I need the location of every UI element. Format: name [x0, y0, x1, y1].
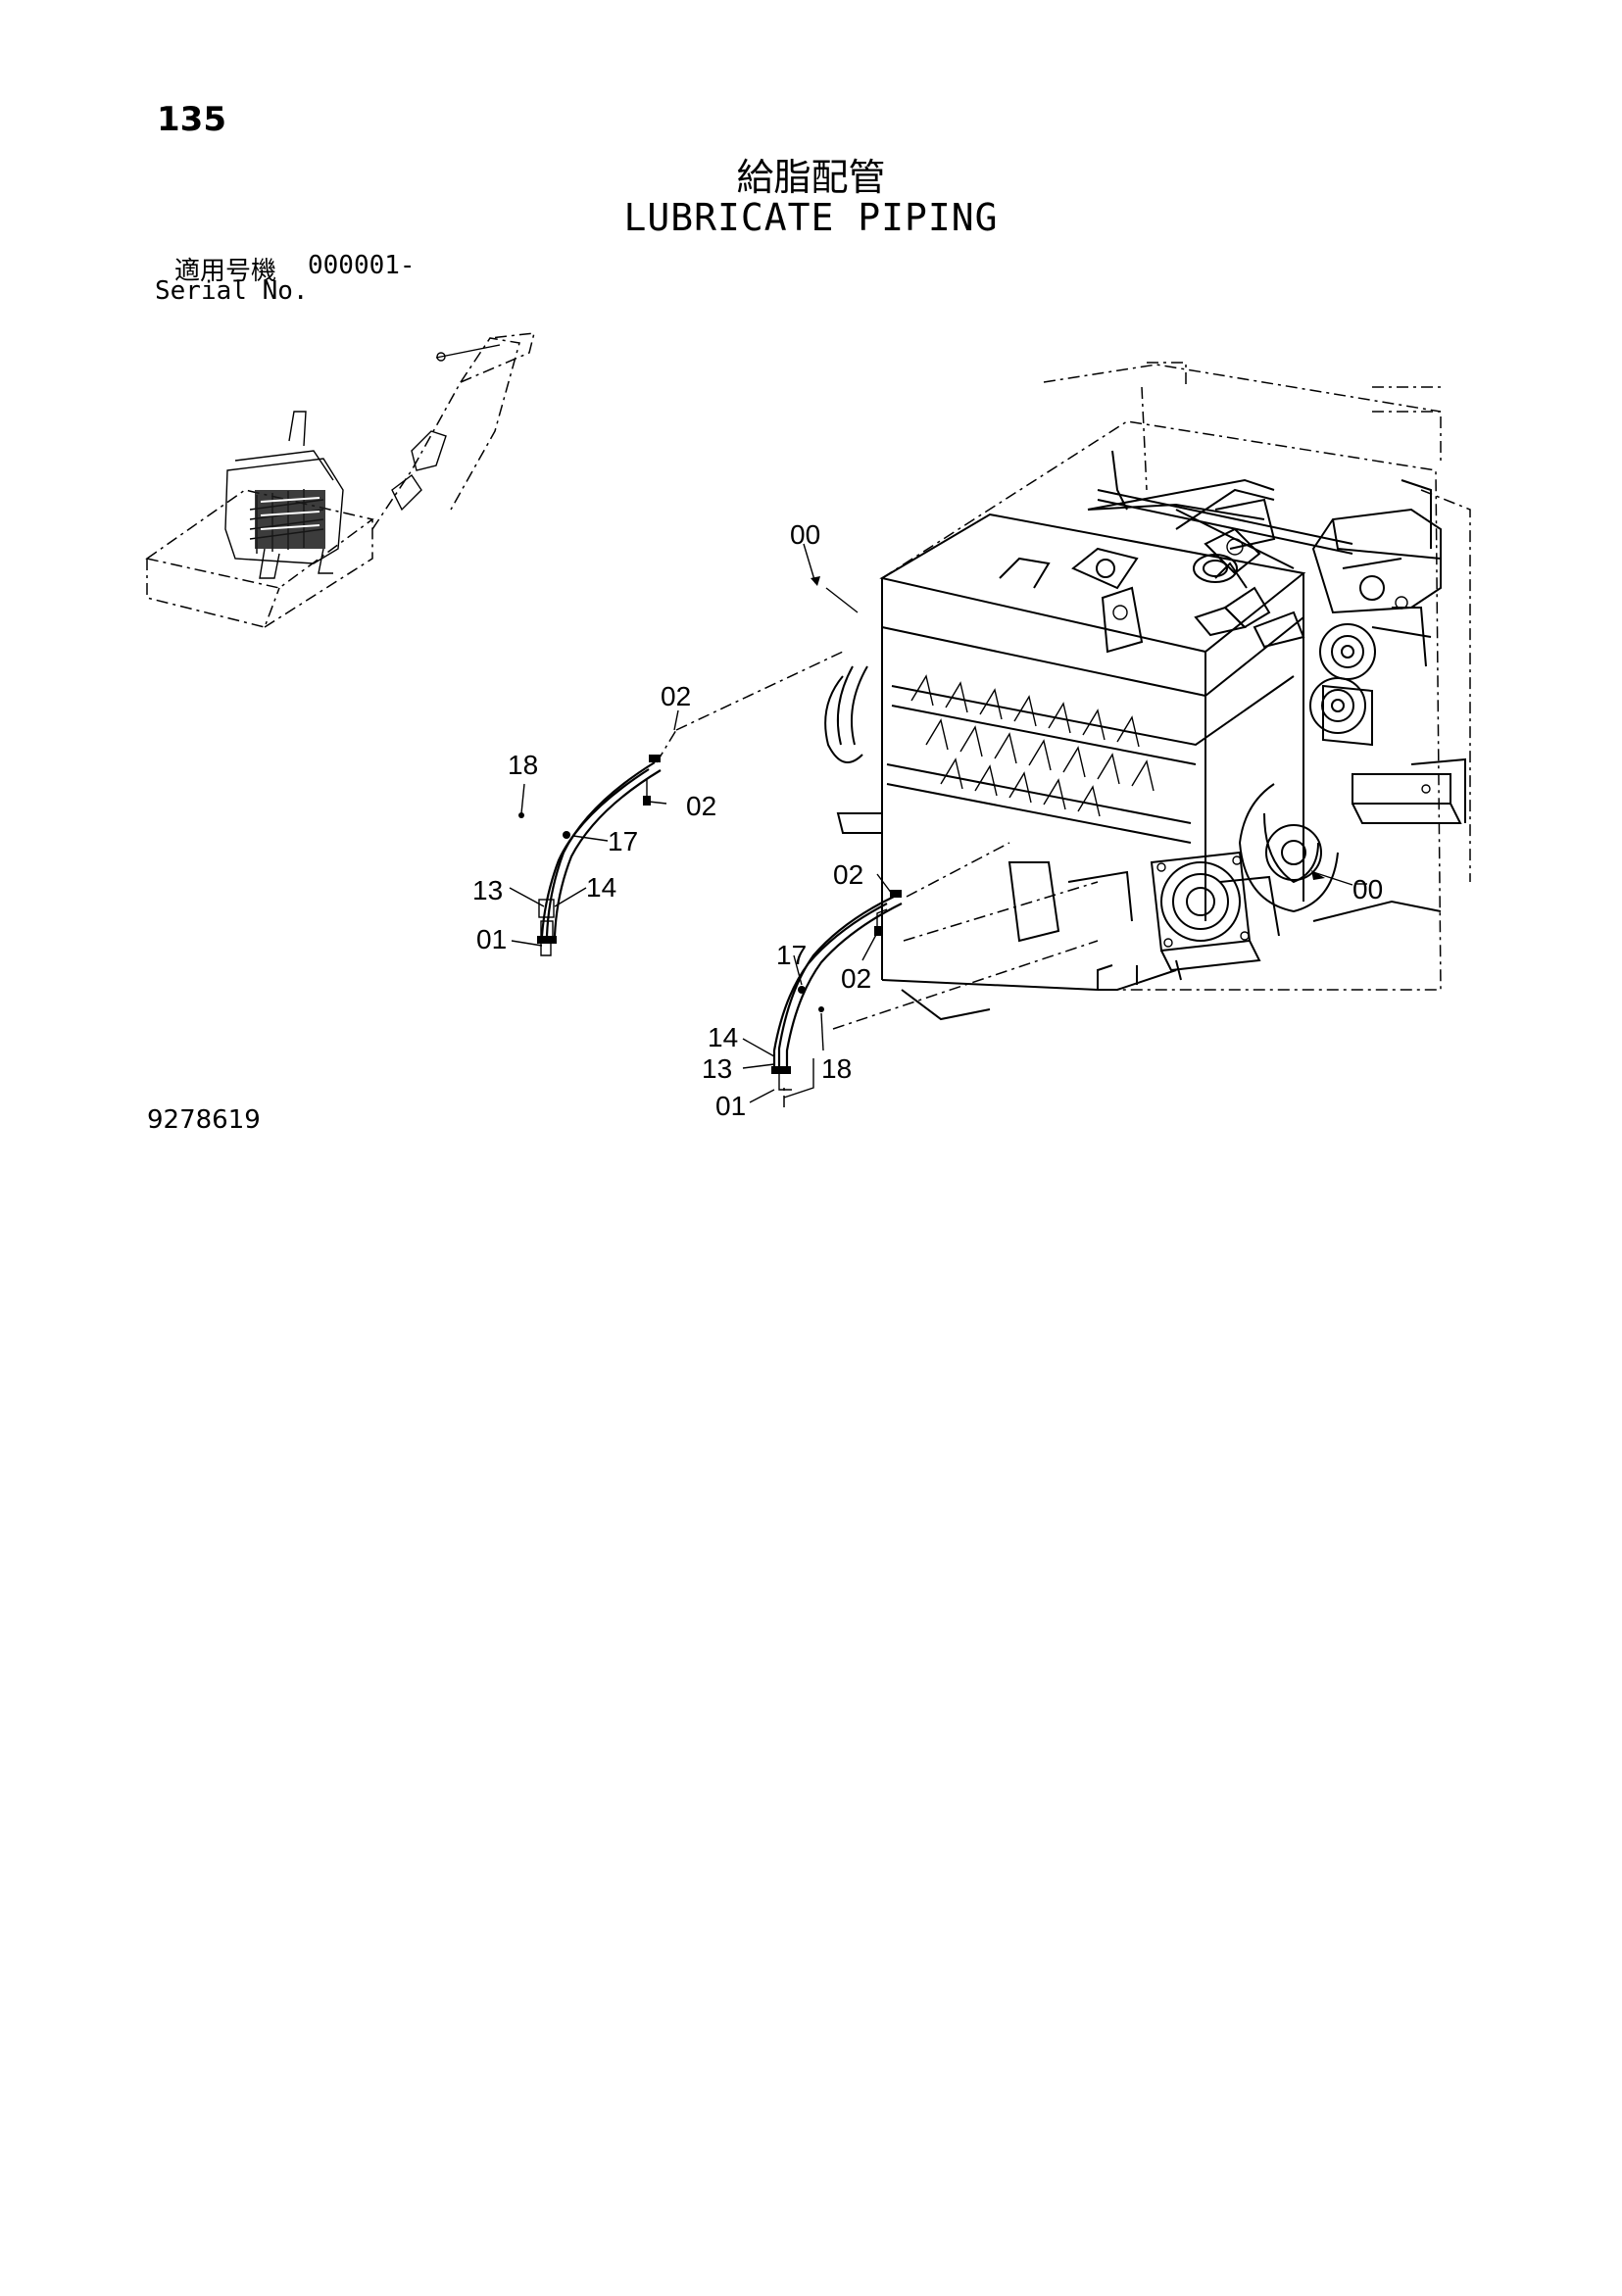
title-english: LUBRICATE PIPING — [623, 196, 999, 239]
leader-lines — [509, 543, 1367, 1103]
serial-label-japanese: 適用号機 — [174, 257, 277, 286]
piping-group-a — [518, 651, 844, 956]
callout-b-17: 17 — [776, 940, 807, 970]
callout-b-01: 01 — [715, 1091, 746, 1121]
title-japanese: 給脂配管 — [736, 156, 886, 199]
callout-b-18: 18 — [821, 1053, 852, 1084]
callout-a-18: 18 — [508, 750, 538, 780]
callout-a-02-top: 02 — [661, 681, 691, 711]
serial-value: 000001- — [308, 251, 416, 280]
serial-label-english: Serial No. — [155, 276, 309, 306]
callout-a-14: 14 — [586, 872, 616, 903]
callout-a-01: 01 — [476, 924, 507, 954]
overview-machine-thumbnail — [145, 332, 535, 628]
callout-b-14: 14 — [708, 1022, 738, 1052]
callout-a-02-side: 02 — [686, 791, 716, 821]
callout-b-02-top: 02 — [833, 859, 863, 890]
callout-b-13: 13 — [702, 1053, 732, 1084]
callout-00-top: 00 — [790, 519, 820, 550]
callout-b-02-side: 02 — [841, 963, 871, 994]
callout-a-17: 17 — [608, 826, 638, 856]
main-assembly-drawing — [824, 362, 1471, 1021]
callout-a-13: 13 — [472, 875, 503, 905]
callout-00-right: 00 — [1352, 874, 1383, 904]
page-number: 135 — [157, 100, 226, 139]
figure-number: 9278619 — [147, 1105, 261, 1135]
piping-group-b — [771, 842, 1099, 1107]
